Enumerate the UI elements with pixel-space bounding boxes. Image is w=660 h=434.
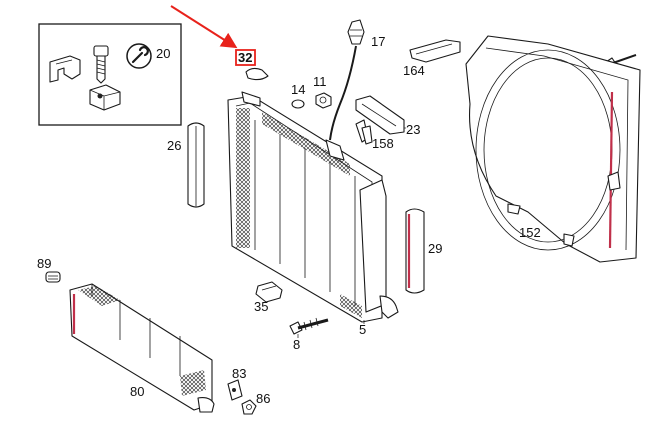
callout-29[interactable]: 29: [428, 241, 442, 256]
grommet-14: 14: [291, 82, 305, 109]
callout-32[interactable]: 32: [238, 50, 252, 65]
support-35: 35: [254, 281, 283, 314]
callout-11[interactable]: 11: [313, 74, 327, 89]
callout-158[interactable]: 158: [372, 136, 394, 151]
callout-8[interactable]: 8: [293, 337, 300, 352]
bolt-part: [93, 45, 109, 84]
drain-plug-17: 17: [329, 19, 385, 141]
wrench-icon: [126, 43, 152, 69]
callout-26[interactable]: 26: [167, 138, 181, 153]
callout-17[interactable]: 17: [371, 34, 385, 49]
fan-shroud-152: 152: [465, 35, 641, 263]
spring-clip-part: [49, 55, 81, 83]
callout-86[interactable]: 86: [256, 391, 270, 406]
side-seal-26: 26: [167, 122, 205, 208]
fitting-89: 89: [37, 256, 61, 283]
callout-152[interactable]: 152: [519, 225, 541, 240]
bracket-83: 83: [227, 366, 246, 401]
callout-164[interactable]: 164: [403, 63, 425, 78]
callout-83[interactable]: 83: [232, 366, 246, 381]
callout-80[interactable]: 80: [130, 384, 144, 399]
callout-35[interactable]: 35: [254, 299, 268, 314]
clamp-nut-part: [89, 84, 121, 111]
cap-part-32: [245, 67, 269, 81]
cooler-80: 80: [69, 283, 215, 413]
side-seal-29: 29: [405, 208, 442, 294]
nut-11: 11: [313, 74, 332, 109]
radiator: 5: [227, 91, 399, 337]
inset-frame: [38, 23, 182, 126]
callout-20: 20: [156, 46, 170, 61]
callout-23[interactable]: 23: [406, 122, 420, 137]
bracket-158: 158: [355, 119, 394, 151]
callout-89[interactable]: 89: [37, 256, 51, 271]
drain-valve-8: 8: [289, 317, 329, 352]
clip-164: 164: [403, 39, 461, 78]
highlight-box: [235, 49, 256, 66]
nut-86: 86: [241, 391, 270, 415]
callout-5[interactable]: 5: [359, 322, 366, 337]
inset-fastener-kit: 20: [38, 23, 182, 126]
highlight-pointer: 32: [170, 5, 269, 81]
red-arrow: [170, 5, 238, 49]
mount-23: 23: [355, 95, 420, 137]
callout-14[interactable]: 14: [291, 82, 305, 97]
